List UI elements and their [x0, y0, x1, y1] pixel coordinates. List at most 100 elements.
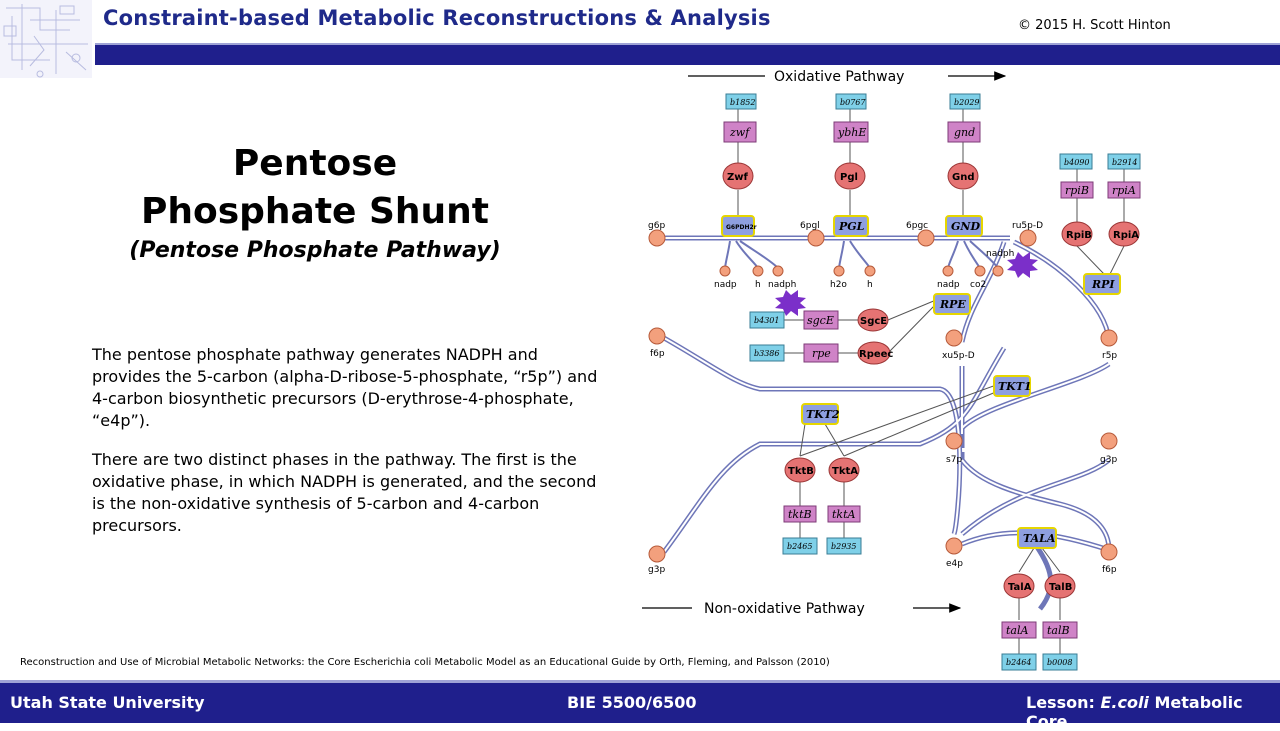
protein-TalB-label: TalB [1049, 582, 1072, 593]
metabolite-e4p [945, 537, 963, 555]
label-xu5p: xu5p-D [942, 351, 975, 361]
reaction-TALA-label: TALA [1023, 532, 1056, 545]
protein-Pgl-label: Pgl [840, 172, 858, 183]
gene-rpe-label: rpe [812, 347, 831, 360]
gene-id-b2914-label: b2914 [1112, 158, 1137, 167]
title-line1: Pentose [232, 143, 398, 184]
gene-talA [1001, 621, 1037, 639]
header-bar [95, 43, 1280, 65]
reaction-PGL [833, 215, 869, 237]
reaction-RPI-label: RPI [1091, 278, 1115, 291]
slide-title: Pentose Phosphate Shunt (Pentose Phospha… [100, 140, 530, 266]
gene-id-b3386-label: b3386 [754, 349, 779, 358]
metabolite-g3p-right [1100, 432, 1118, 450]
gene-sgcE-label: sgcE [807, 314, 834, 327]
label-6pgl: 6pgl [800, 221, 820, 231]
gene-tktA-label: tktA [832, 508, 856, 521]
header-title: Constraint-based Metabolic Reconstructio… [103, 6, 771, 30]
gene-talB [1042, 621, 1078, 639]
burst-marker-1 [775, 290, 806, 316]
gene-tktB [783, 505, 817, 523]
cofactor-nadph-2 [992, 265, 1004, 277]
cofactor-nadph-1 [772, 265, 784, 277]
reaction-RPI [1083, 273, 1121, 295]
protein-Rpeec [857, 341, 891, 365]
metabolite-ru5p [1019, 229, 1037, 247]
gene-ybhE [833, 121, 869, 143]
slide-subtitle: (Pentose Phosphate Pathway) [129, 238, 501, 263]
gene-tktA [827, 505, 861, 523]
oxidative-label: Oxidative Pathway [774, 69, 904, 85]
label-h-2: h [867, 280, 873, 290]
protein-Zwf-label: Zwf [727, 172, 748, 183]
title-line2: Phosphate Shunt [140, 191, 490, 232]
label-co2: co2 [970, 280, 986, 290]
gene-rpiA [1107, 181, 1141, 199]
cofactor-h-1 [752, 265, 764, 277]
gene-id-b2464 [1001, 653, 1037, 671]
footer-lesson-prefix: Lesson: [1026, 693, 1101, 712]
label-h2o: h2o [830, 280, 847, 290]
footer-bar: Utah State University BIE 5500/6500 Less… [0, 680, 1280, 731]
protein-SgcE-label: SgcE [860, 316, 887, 327]
reaction-GND-label: GND [951, 220, 980, 233]
footer-lesson-organism: E.coli [1100, 693, 1149, 712]
pathway-diagram: Oxidative Pathway Non-oxidative Pathway [642, 69, 1141, 671]
gene-talA-label: talA [1006, 624, 1028, 637]
gene-id-b2464-label: b2464 [1006, 658, 1031, 667]
protein-RpiB-label: RpiB [1066, 230, 1092, 241]
protein-Pgl [834, 162, 866, 190]
flux-lines [661, 235, 1112, 611]
gene-gnd-label: gnd [954, 126, 975, 139]
reaction-TKT1 [993, 375, 1031, 397]
gene-id-b1852-label: b1852 [730, 98, 755, 107]
label-h-1: h [755, 280, 761, 290]
gene-id-b0008 [1042, 653, 1078, 671]
metabolite-g6p [648, 229, 666, 247]
reaction-TKT2 [801, 403, 839, 425]
label-e4p: e4p [946, 559, 963, 569]
reaction-G6PDH2r-label: G6PDH2r [726, 224, 757, 231]
gene-talB-label: talB [1047, 624, 1070, 637]
footer-lesson: Lesson: E.coli Metabolic Core [1026, 693, 1280, 731]
gene-id-b2465-label: b2465 [787, 542, 812, 551]
metabolite-xu5p [945, 329, 963, 347]
reaction-PGL-label: PGL [838, 220, 865, 233]
gene-zwf-label: zwf [729, 126, 751, 139]
gene-id-b2465 [782, 537, 818, 555]
metabolite-6pgl [807, 229, 825, 247]
cofactor-nadp-1 [719, 265, 731, 277]
gene-sgcE [803, 310, 839, 330]
gene-id-b3386 [749, 344, 785, 362]
header-logo [0, 0, 92, 78]
gene-id-b1852 [725, 93, 757, 110]
reaction-TKT2-label: TKT2 [806, 408, 840, 421]
label-g6p: g6p [648, 221, 665, 231]
protein-TktA-label: TktA [832, 466, 858, 477]
gene-id-b4090-label: b4090 [1064, 158, 1089, 167]
gene-id-b2935-label: b2935 [831, 542, 856, 551]
gene-gnd [947, 121, 981, 143]
burst-marker-2 [1007, 252, 1038, 278]
protein-RpiA [1108, 221, 1140, 247]
label-s7p: s7p [946, 455, 962, 465]
gene-rpiB [1060, 181, 1094, 199]
protein-TalA [1003, 573, 1035, 599]
cofactor-nadp-2 [942, 265, 954, 277]
gene-id-b2914 [1107, 153, 1141, 170]
reaction-TALA [1017, 527, 1057, 549]
reaction-RPE-label: RPE [939, 298, 966, 311]
gene-ybhE-label: ybhE [837, 126, 866, 139]
gene-zwf [723, 121, 757, 143]
gene-tktB-label: tktB [788, 508, 812, 521]
label-ru5p: ru5p-D [1012, 221, 1043, 231]
gene-id-b2029-label: b2029 [954, 98, 979, 107]
gene-id-b2935 [826, 537, 862, 555]
protein-TktA [828, 457, 860, 483]
label-nadph-2: nadph [986, 249, 1014, 259]
header-copyright: © 2015 H. Scott Hinton [1018, 18, 1171, 33]
label-6pgc: 6pgc [906, 221, 928, 231]
citation: Reconstruction and Use of Microbial Meta… [20, 657, 830, 668]
metabolite-r5p [1100, 329, 1118, 347]
metabolite-g3p-left [648, 545, 666, 563]
